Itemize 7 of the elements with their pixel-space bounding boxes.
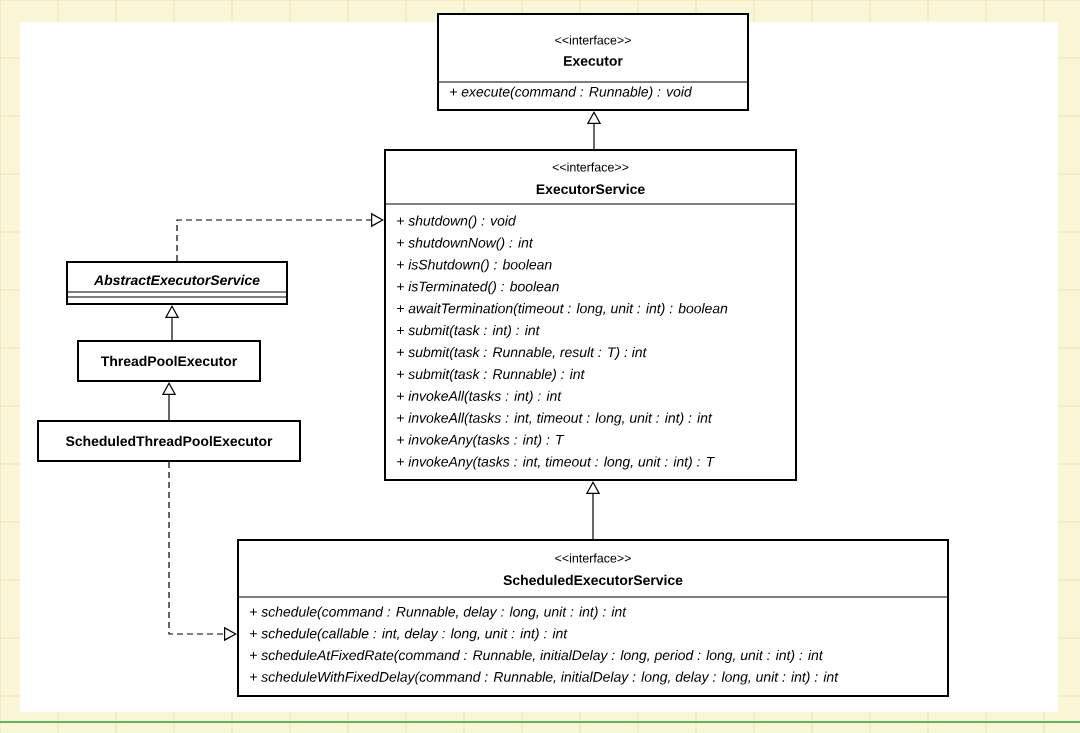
interface-box: <<interface>> ExecutorService + shutdown() : void + shutdownNow() : int + isShutdown() : boolean + isTerminated() : boolean + awaitTermination(timeout : long, unit : int) : boolean + submit(task : int) : int + submit(task : Runnable, result : T) : int + submit(task : Runnable) : int + invokeAll(tasks : int) : int + invokeAll(tasks : int, timeout : long, unit : int) : int + invokeAny(tasks : int) : T + invokeAny(tasks : int, timeout : long, unit : int) : T [384, 149, 797, 481]
class-box: ScheduledThreadPoolExecutor [37, 420, 301, 462]
interface-box: <<interface>> Executor + execute(command : Runnable) : void [437, 13, 749, 111]
interface-box: <<interface>> ScheduledExecutorService + schedule(command : Runnable, delay : long, unit : int) : int + schedule(callable : int, delay : long, unit : int) : int + scheduleAtFixedRate(command : Runnable, initialDelay : long, period : long, unit : int) : int + scheduleWithFixedDelay(command : Runnable, initialDelay : long, delay : long, unit : int) : int [237, 539, 949, 697]
class-box: ThreadPoolExecutor [77, 340, 261, 382]
generalization-arrow [176, 212, 384, 262]
class-box: AbstractExecutorService [66, 261, 288, 305]
